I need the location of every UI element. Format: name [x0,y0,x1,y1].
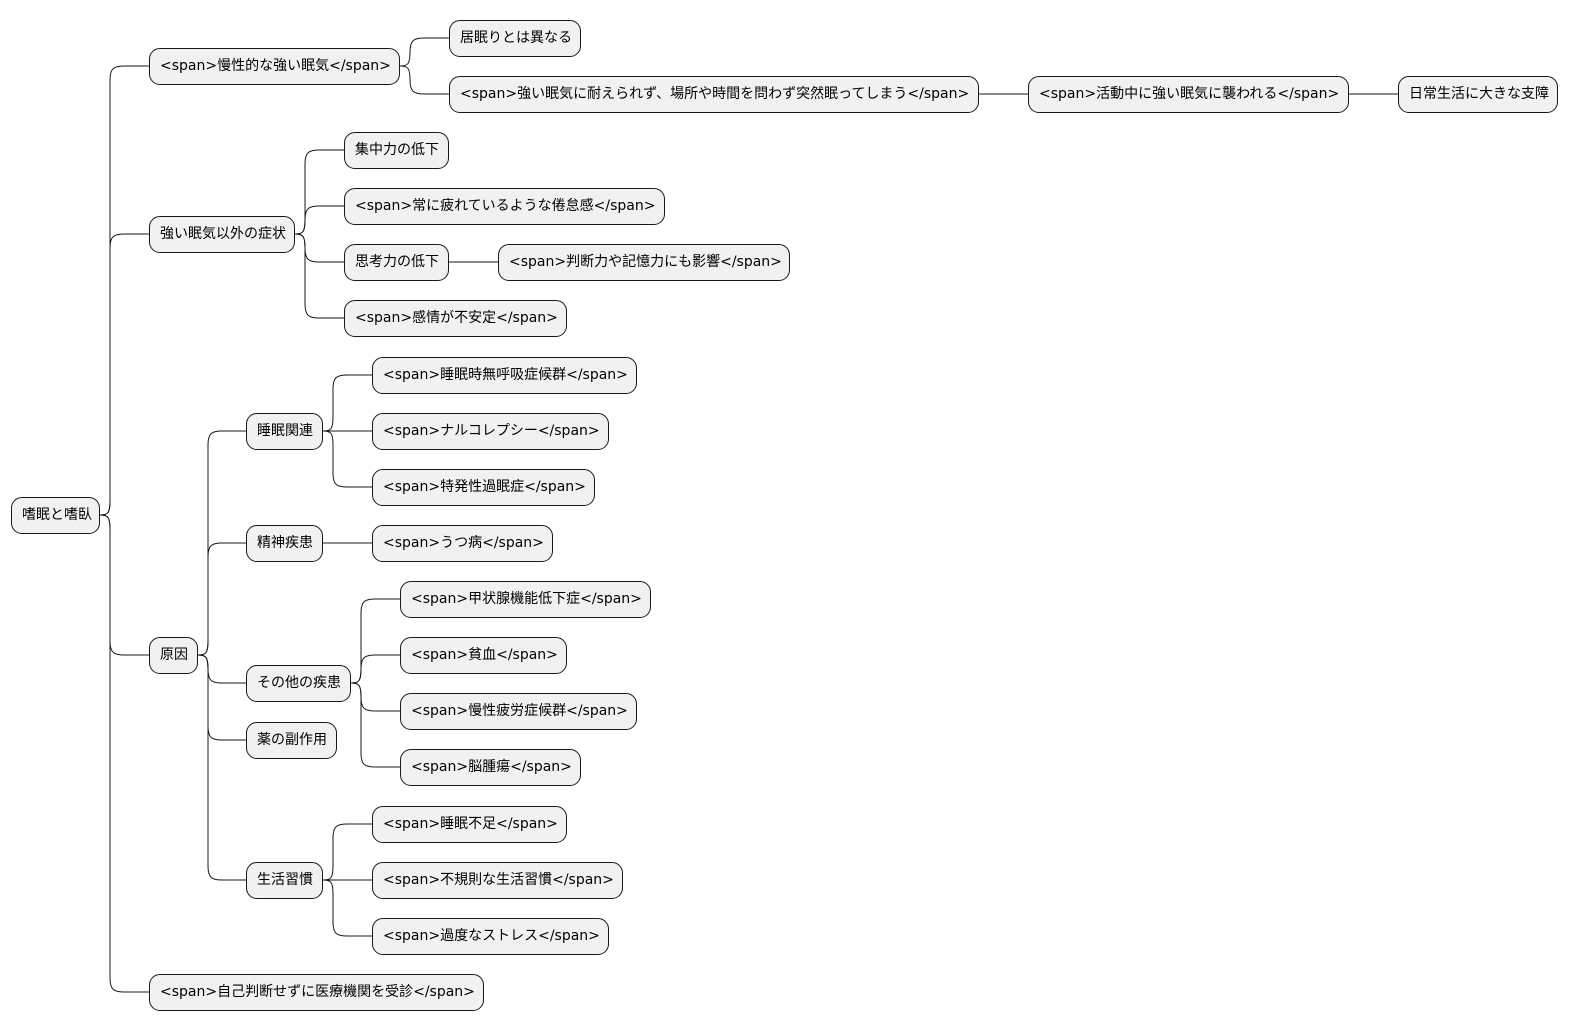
link-root-to-causes [99,514,149,656]
mindmap-node-drug-effects: 薬の副作用 [246,721,337,759]
mindmap-node-daily-life: 日常生活に大きな支障 [1398,75,1558,113]
mindmap-node-anemia: <span>貧血</span> [400,636,567,674]
mindmap-node-sudden: <span>強い眠気に耐えられず、場所や時間を問わず突然眠ってしまう</span… [449,75,979,113]
link-other-symptoms-to-thinking [294,233,344,263]
link-sleep-related-to-apnea [322,374,372,432]
link-causes-to-lifestyle [197,654,246,881]
link-causes-to-mental [197,542,246,656]
mindmap-node-hypersomnia: <span>特発性過眠症</span> [372,468,595,506]
mindmap-node-cfs: <span>慢性疲労症候群</span> [400,692,637,730]
link-causes-to-drug-effects [197,654,246,741]
mindmap-node-chronic: <span>慢性的な強い眠気</span> [149,47,400,85]
mindmap-node-lifestyle: 生活習慣 [246,861,323,899]
link-root-to-chronic [99,65,149,516]
link-root-to-other-symptoms [99,233,149,516]
link-other-diseases-to-cfs [350,682,400,712]
link-sleep-related-to-hypersomnia [322,430,372,488]
mindmap-node-other-symptoms: 強い眠気以外の症状 [149,215,295,253]
link-lifestyle-to-stress [322,879,372,937]
mindmap-node-concentration: 集中力の低下 [344,131,449,169]
mindmap-node-brain-tumor: <span>脳腫瘍</span> [400,748,581,786]
mindmap-node-judgment: <span>判断力や記憶力にも影響</span> [498,243,790,281]
mindmap-node-thinking: 思考力の低下 [344,243,449,281]
link-other-symptoms-to-concentration [294,149,344,235]
mindmap-node-during-activity: <span>活動中に強い眠気に襲われる</span> [1028,75,1349,113]
link-chronic-to-sudden [399,65,449,95]
mindmap-node-different: 居眠りとは異なる [449,19,581,57]
mindmap-node-fatigue: <span>常に疲れているような倦怠感</span> [344,187,665,225]
link-other-diseases-to-anemia [350,654,400,684]
mindmap-node-emotion: <span>感情が不安定</span> [344,299,567,337]
link-other-symptoms-to-emotion [294,233,344,319]
mindmap-node-narcolepsy: <span>ナルコレプシー</span> [372,412,609,450]
link-lifestyle-to-lack-sleep [322,823,372,881]
mindmap-node-causes: 原因 [149,636,198,674]
mindmap-node-stress: <span>過度なストレス</span> [372,917,609,955]
link-other-diseases-to-hypothyroidism [350,598,400,684]
link-causes-to-other-diseases [197,654,246,684]
mindmap-node-root: 嗜眠と嗜臥 [11,496,100,534]
link-chronic-to-different [399,37,449,67]
mindmap-node-depression: <span>うつ病</span> [372,524,553,562]
link-other-diseases-to-brain-tumor [350,682,400,768]
mindmap-node-lack-sleep: <span>睡眠不足</span> [372,805,567,843]
link-root-to-see-doctor [99,514,149,993]
mindmap-node-see-doctor: <span>自己判断せずに医療機関を受診</span> [149,973,484,1011]
mindmap-node-sleep-related: 睡眠関連 [246,412,323,450]
mindmap-node-mental: 精神疾患 [246,524,323,562]
mindmap-node-irregular: <span>不規則な生活習慣</span> [372,861,623,899]
link-other-symptoms-to-fatigue [294,205,344,235]
mindmap-node-apnea: <span>睡眠時無呼吸症候群</span> [372,356,637,394]
mindmap-node-hypothyroidism: <span>甲状腺機能低下症</span> [400,580,651,618]
mindmap-node-other-diseases: その他の疾患 [246,664,351,702]
